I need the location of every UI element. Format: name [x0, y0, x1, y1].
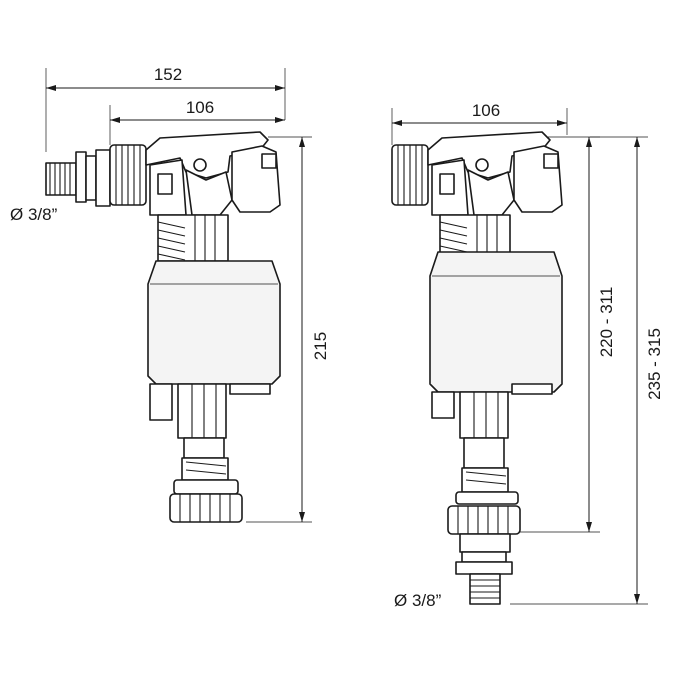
dim-label-106-left: 106	[186, 98, 214, 117]
left-fill-valve: 152 106 215 Ø 3/8”	[10, 65, 330, 523]
right-dim-235-315: 235 - 315	[510, 136, 664, 605]
left-head	[109, 131, 281, 216]
right-float	[429, 251, 563, 419]
left-float	[147, 260, 281, 421]
left-dim-215: 215	[246, 136, 330, 523]
right-lower-body	[447, 391, 521, 605]
left-stem	[157, 214, 229, 262]
left-thread-label: Ø 3/8”	[10, 205, 58, 224]
left-dim-106: 106	[109, 98, 285, 145]
right-thread-label: Ø 3/8”	[394, 591, 442, 610]
dim-label-215: 215	[311, 332, 330, 360]
right-dim-220-311: 220 - 311	[520, 136, 616, 533]
left-lower-body	[169, 383, 243, 523]
left-dim-152: 152	[45, 65, 286, 152]
right-fill-valve: 106 220 - 311 235 - 315 Ø 3/8”	[391, 101, 664, 610]
left-side-inlet	[45, 149, 111, 207]
right-head	[391, 131, 563, 216]
right-dim-106: 106	[391, 101, 568, 145]
dim-label-235-315: 235 - 315	[645, 328, 664, 400]
dim-label-220-311: 220 - 311	[597, 287, 616, 358]
dim-label-106-right: 106	[472, 101, 500, 120]
dim-label-152: 152	[154, 65, 182, 84]
